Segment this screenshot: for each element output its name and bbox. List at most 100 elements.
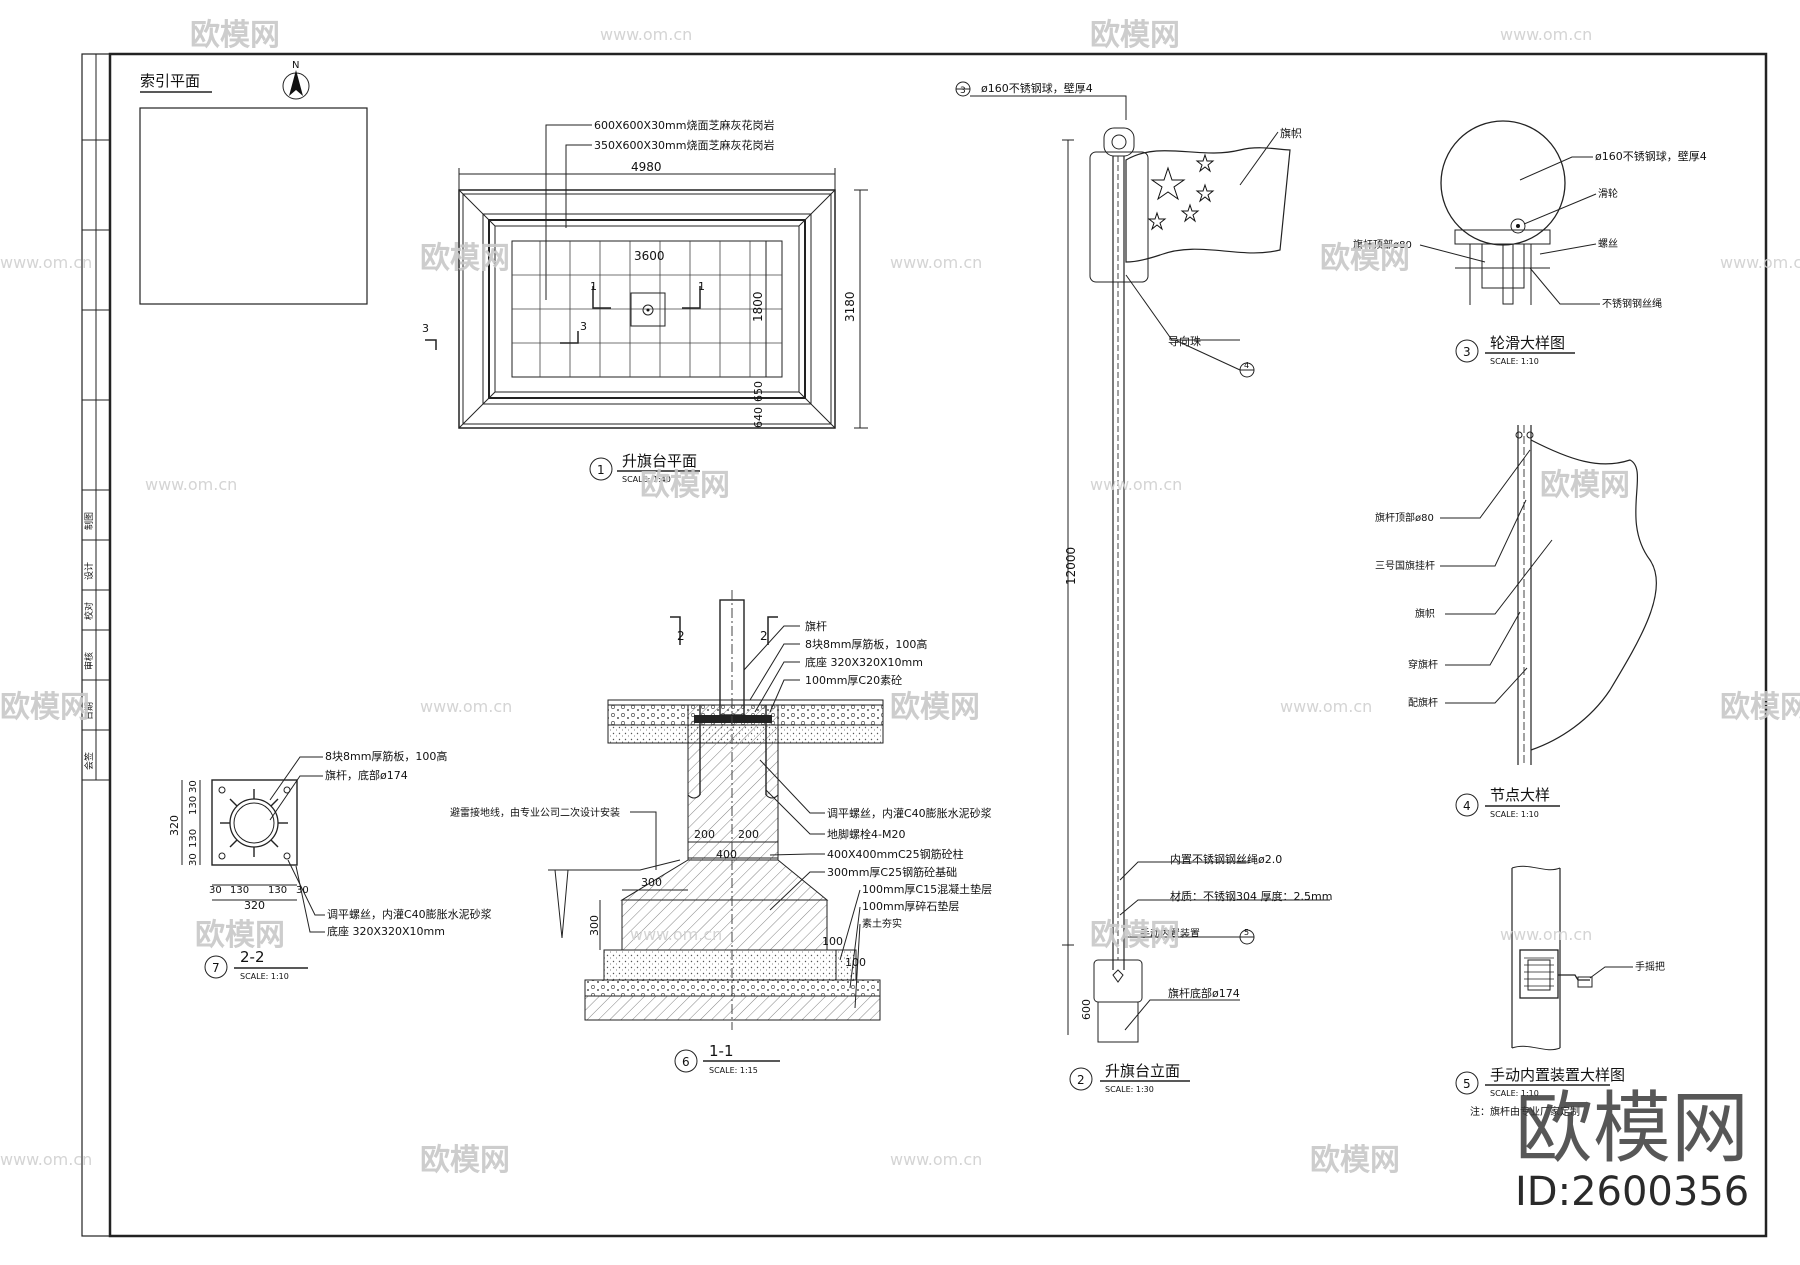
svg-text:www.om.cn: www.om.cn bbox=[1720, 253, 1800, 272]
pulley-ball-label: ø160不锈钢球，壁厚4 bbox=[1595, 149, 1707, 163]
node-title: 节点大样 bbox=[1490, 786, 1550, 804]
north-label: N bbox=[292, 60, 299, 71]
svg-text:2: 2 bbox=[1077, 1073, 1085, 1087]
svg-text:www.om.cn: www.om.cn bbox=[890, 1150, 982, 1169]
svg-text:欧模网: 欧模网 bbox=[420, 241, 510, 276]
svg-text:www.om.cn: www.om.cn bbox=[1500, 925, 1592, 944]
svg-text:1: 1 bbox=[698, 280, 705, 293]
title-block-strip: 会签 日期 审核 校对 设计 制图 bbox=[82, 54, 110, 781]
plan-dim-inner-depth: 1800 bbox=[751, 291, 765, 322]
sec11-label-1: 旗杆 bbox=[805, 619, 827, 633]
svg-text:130: 130 bbox=[188, 796, 199, 815]
index-plan-frame bbox=[139, 107, 368, 305]
svg-text:30: 30 bbox=[188, 780, 199, 793]
elev-bottom-label: 旗杆底部ø174 bbox=[1168, 986, 1240, 1000]
svg-text:www.om.cn: www.om.cn bbox=[145, 475, 237, 494]
brand-id: ID:2600356 bbox=[1515, 1169, 1749, 1215]
svg-text:www.om.cn: www.om.cn bbox=[0, 253, 92, 272]
node-label-3: 旗帜 bbox=[1415, 607, 1435, 620]
svg-text:欧模网: 欧模网 bbox=[420, 1143, 510, 1178]
brand-stamp: 欧模网 ID:2600356 bbox=[1515, 1084, 1749, 1215]
index-plan-title: 索引平面 bbox=[140, 72, 200, 90]
tb-cell-5: 设计 bbox=[83, 562, 95, 580]
node-label-5: 配旗杆 bbox=[1408, 696, 1438, 709]
svg-text:www.om.cn: www.om.cn bbox=[630, 925, 722, 944]
svg-text:100: 100 bbox=[845, 956, 866, 969]
svg-text:欧模网: 欧模网 bbox=[0, 690, 90, 725]
section-2-2: 8块8mm厚筋板，100高 旗杆，底部ø174 调平螺丝，内灌C40膨胀水泥砂浆… bbox=[168, 749, 492, 981]
svg-text:欧模网: 欧模网 bbox=[640, 468, 730, 503]
section-1-1: 2 2 旗杆 8块8mm厚筋板，100高 底座 320X320X10mm 100… bbox=[450, 590, 992, 1075]
tb-cell-3: 审核 bbox=[83, 652, 95, 670]
plan-dim-small2: 650 bbox=[752, 381, 765, 402]
svg-text:2: 2 bbox=[760, 629, 768, 643]
elev-guide-label: 导向珠 bbox=[1168, 334, 1201, 348]
svg-text:200: 200 bbox=[738, 828, 759, 841]
plan-dim-width: 4980 bbox=[631, 160, 662, 174]
svg-text:欧模网: 欧模网 bbox=[1720, 690, 1800, 725]
sec11-right-2: 地脚螺栓4-M20 bbox=[827, 827, 905, 841]
manual-note: 注：旗杆由专业厂家定制 bbox=[1470, 1105, 1580, 1118]
sec11-label-2: 8块8mm厚筋板，100高 bbox=[805, 637, 927, 651]
svg-text:www.om.cn: www.om.cn bbox=[0, 1150, 92, 1169]
elev-flag-label: 旗帜 bbox=[1280, 126, 1302, 140]
svg-text:300: 300 bbox=[641, 876, 662, 889]
svg-text:欧模网: 欧模网 bbox=[1310, 1143, 1400, 1178]
sec11-right-6: 100mm厚碎石垫层 bbox=[862, 899, 959, 913]
plan-scale: SCALE: 1:40 bbox=[622, 475, 671, 484]
sec22-bottom-2: 底座 320X320X10mm bbox=[327, 924, 445, 938]
svg-text:30: 30 bbox=[209, 885, 222, 896]
svg-text:欧模网: 欧模网 bbox=[1090, 918, 1180, 953]
elev-base-height: 600 bbox=[1080, 999, 1093, 1020]
svg-text:300: 300 bbox=[588, 915, 601, 936]
pulley-wheel-label: 滑轮 bbox=[1598, 187, 1618, 200]
sec11-right-4: 300mm厚C25钢筋砼基础 bbox=[827, 865, 957, 879]
svg-text:4: 4 bbox=[1463, 799, 1471, 813]
svg-text:欧模网: 欧模网 bbox=[195, 918, 285, 953]
sec11-left-note: 避雷接地线，由专业公司二次设计安装 bbox=[450, 806, 620, 819]
svg-text:5: 5 bbox=[1463, 1077, 1471, 1091]
svg-text:130: 130 bbox=[188, 829, 199, 848]
flag-platform-plan: 600X600X30mm烧面芝麻灰花岗岩 350X600X30mm烧面芝麻灰花岗… bbox=[422, 118, 868, 484]
node-detail: 旗杆顶部ø80 三号国旗挂杆 旗帜 穿旗杆 配旗杆 4 节点大样 SCALE: … bbox=[1375, 425, 1658, 819]
sec22-bottom-1: 调平螺丝，内灌C40膨胀水泥砂浆 bbox=[327, 907, 492, 921]
svg-text:3: 3 bbox=[960, 86, 966, 96]
flagpole-elevation: 3 ø160不锈钢球，壁厚4 旗帜 导向珠 4 1 bbox=[955, 81, 1332, 1094]
elev-title: 升旗台立面 bbox=[1105, 1062, 1180, 1080]
manual-scale: SCALE: 1:10 bbox=[1490, 1089, 1539, 1098]
manual-device-detail: 手摇把 5 手动内置装置大样图 SCALE: 1:10 注：旗杆由专业厂家定制 bbox=[1455, 865, 1665, 1118]
sec22-scale: SCALE: 1:10 bbox=[240, 972, 289, 981]
tb-cell-6: 制图 bbox=[83, 512, 95, 530]
tb-cell-2: 日期 bbox=[84, 702, 95, 720]
sec11-right-1: 调平螺丝，内灌C40膨胀水泥砂浆 bbox=[827, 806, 992, 820]
svg-text:欧模网: 欧模网 bbox=[1540, 468, 1630, 503]
node-label-4: 穿旗杆 bbox=[1408, 658, 1438, 671]
svg-text:5: 5 bbox=[1244, 928, 1249, 937]
svg-text:400: 400 bbox=[716, 848, 737, 861]
svg-text:www.om.cn: www.om.cn bbox=[600, 25, 692, 44]
node-scale: SCALE: 1:10 bbox=[1490, 810, 1539, 819]
elev-scale: SCALE: 1:30 bbox=[1105, 1085, 1154, 1094]
svg-text:130: 130 bbox=[268, 885, 287, 896]
tb-cell-4: 校对 bbox=[83, 602, 95, 620]
pulley-top-label: 旗杆顶部ø80 bbox=[1353, 238, 1412, 251]
svg-text:3: 3 bbox=[422, 322, 429, 335]
tb-cell-1: 会签 bbox=[83, 752, 95, 770]
svg-text:100: 100 bbox=[822, 935, 843, 948]
flag-edge-icon bbox=[1530, 439, 1658, 751]
svg-text:3: 3 bbox=[1463, 345, 1471, 359]
sec22-title: 2-2 bbox=[240, 948, 265, 966]
svg-text:130: 130 bbox=[230, 885, 249, 896]
elev-material-label: 材质：不锈钢304 厚度：2.5mm bbox=[1170, 889, 1332, 903]
sec11-right-3: 400X400mmC25钢筋砼柱 bbox=[827, 847, 964, 861]
svg-text:1: 1 bbox=[597, 463, 605, 477]
watermarks: 欧模网 www.om.cn 欧模网 www.om.cn www.om.cn 欧模… bbox=[0, 18, 1800, 1178]
sec11-label-3: 底座 320X320X10mm bbox=[805, 655, 923, 669]
manual-title: 手动内置装置大样图 bbox=[1490, 1066, 1625, 1084]
svg-text:7: 7 bbox=[212, 961, 220, 975]
elev-rope-label: 内置不锈钢钢丝绳ø2.0 bbox=[1170, 852, 1282, 866]
pulley-detail: ø160不锈钢球，壁厚4 滑轮 旗杆顶部ø80 螺丝 不锈钢钢丝绳 3 轮滑大样… bbox=[1353, 120, 1707, 366]
svg-text:欧模网: 欧模网 bbox=[1090, 18, 1180, 53]
plan-title: 升旗台平面 bbox=[622, 452, 697, 470]
